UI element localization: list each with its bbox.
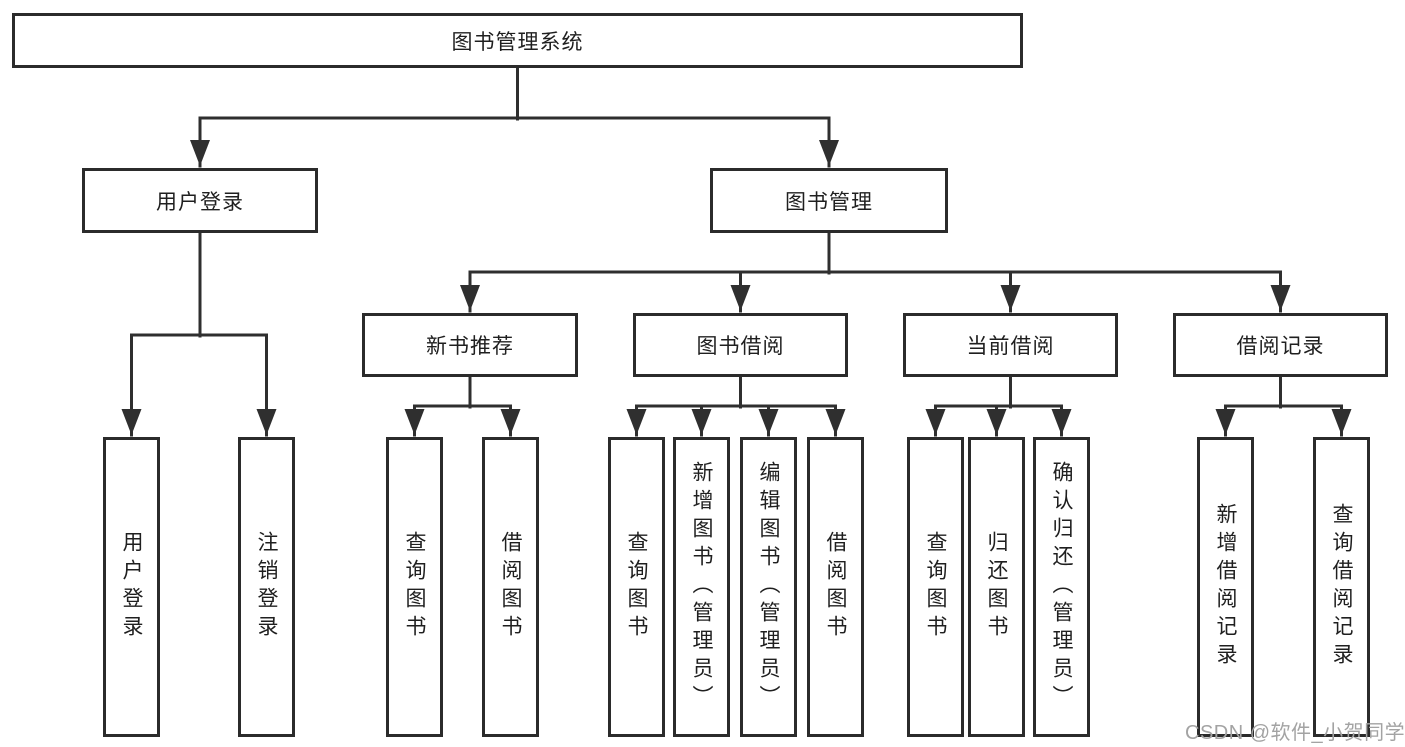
leaf-query-books-current: 查询图书 bbox=[907, 437, 964, 737]
leaf-return-books: 归还图书 bbox=[968, 437, 1025, 737]
node-user-login: 用户登录 bbox=[82, 168, 318, 233]
leaf-edit-books-admin: 编辑图书（管理员） bbox=[740, 437, 797, 737]
leaf-add-books-admin: 新增图书（管理员） bbox=[673, 437, 730, 737]
node-current-borrowing: 当前借阅 bbox=[903, 313, 1118, 377]
node-borrowing-records: 借阅记录 bbox=[1173, 313, 1388, 377]
leaf-logout: 注销登录 bbox=[238, 437, 295, 737]
node-root-system: 图书管理系统 bbox=[12, 13, 1023, 68]
leaf-query-books-recommend: 查询图书 bbox=[386, 437, 443, 737]
node-new-book-recommend: 新书推荐 bbox=[362, 313, 578, 377]
leaf-borrow-books-recommend: 借阅图书 bbox=[482, 437, 539, 737]
node-book-borrowing: 图书借阅 bbox=[633, 313, 848, 377]
leaf-query-borrow-record: 查询借阅记录 bbox=[1313, 437, 1370, 737]
leaf-borrow-books: 借阅图书 bbox=[807, 437, 864, 737]
leaf-user-login: 用户登录 bbox=[103, 437, 160, 737]
leaf-confirm-return-admin: 确认归还（管理员） bbox=[1033, 437, 1090, 737]
leaf-add-borrow-record: 新增借阅记录 bbox=[1197, 437, 1254, 737]
csdn-watermark: CSDN @软件_小贺同学 bbox=[1185, 722, 1405, 744]
node-book-management: 图书管理 bbox=[710, 168, 948, 233]
leaf-query-books-borrowing: 查询图书 bbox=[608, 437, 665, 737]
